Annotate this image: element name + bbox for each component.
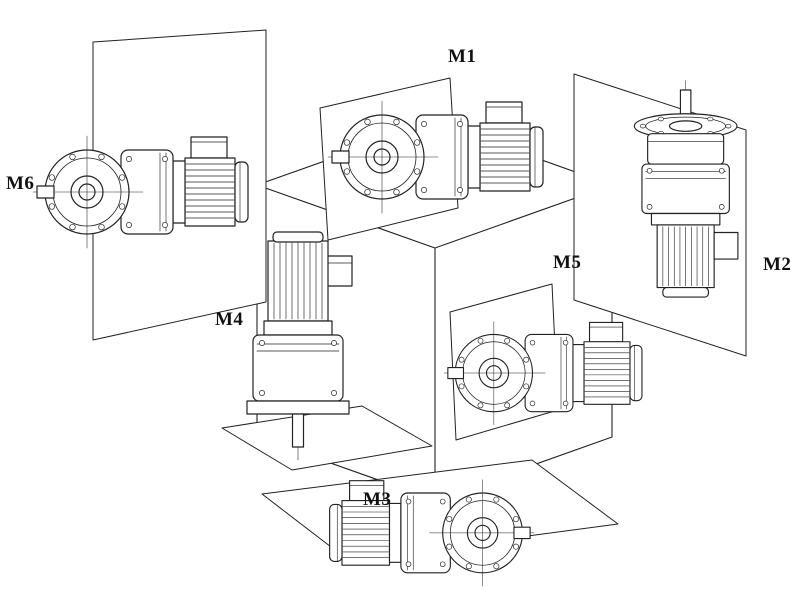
label-m1: M1 bbox=[448, 46, 477, 67]
label-m6: M6 bbox=[6, 173, 35, 194]
label-m3: M3 bbox=[363, 489, 392, 510]
label-m2: M2 bbox=[763, 254, 792, 275]
mounting-plane-m4 bbox=[221, 405, 433, 471]
label-m5: M5 bbox=[553, 252, 582, 273]
label-m4: M4 bbox=[215, 309, 244, 330]
